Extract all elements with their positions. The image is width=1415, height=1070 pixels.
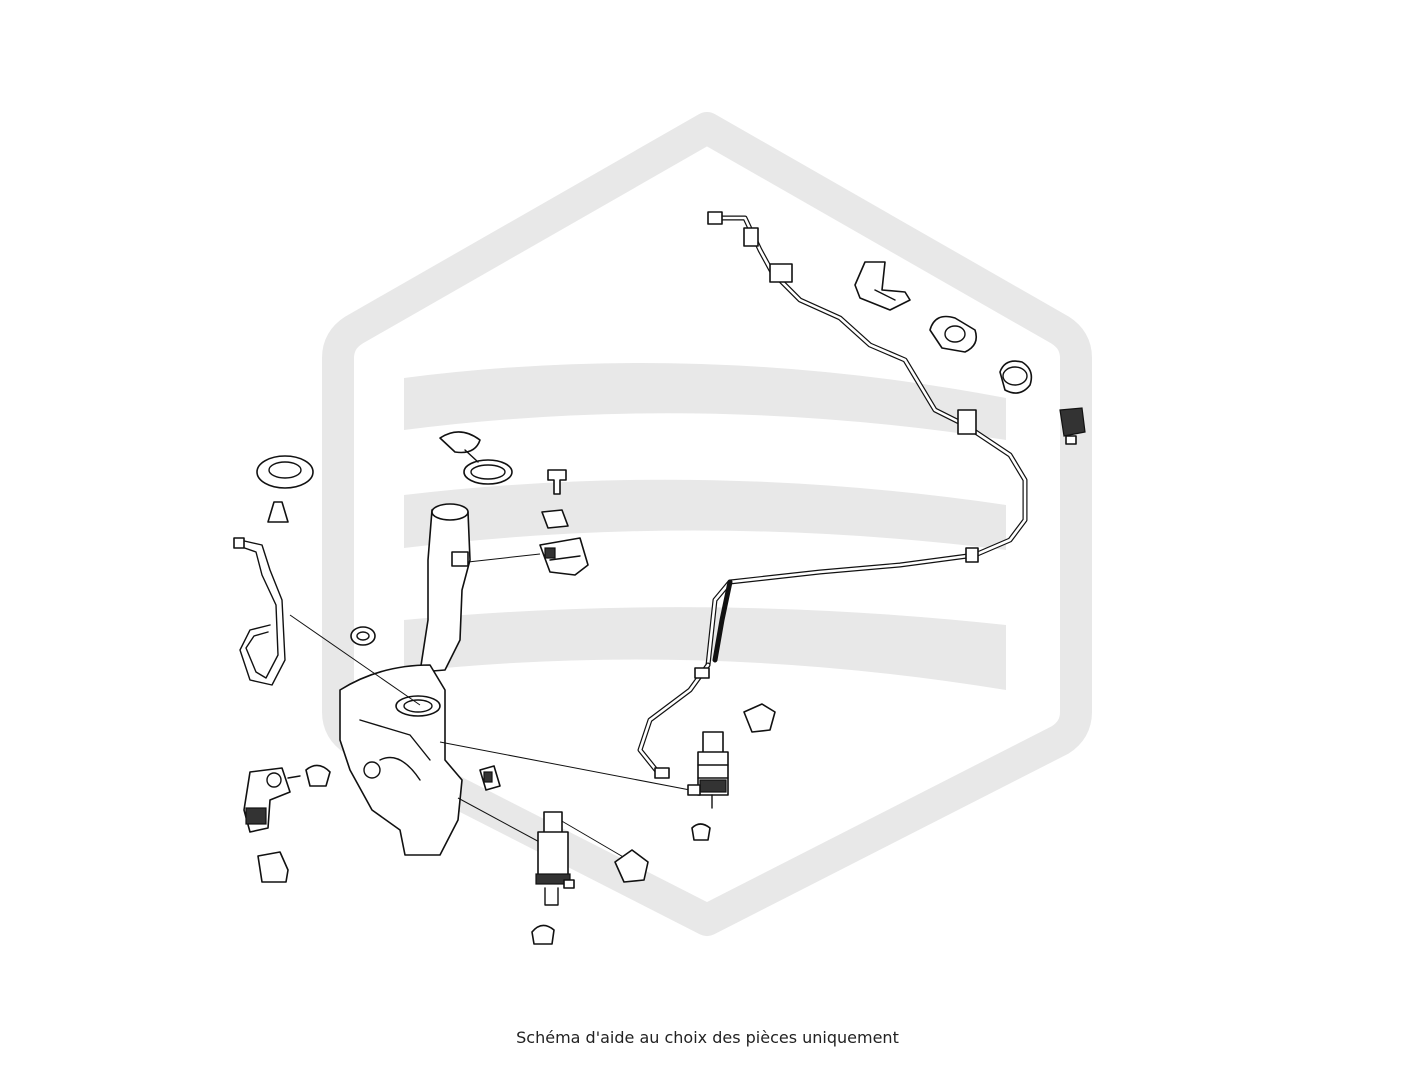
hose-clip-2 (999, 360, 1033, 394)
hose-bracket (854, 261, 911, 311)
diagram-caption: Schéma d'aide au choix des pièces unique… (516, 1028, 899, 1047)
leader-line-4 (457, 797, 546, 846)
leader-line-5 (559, 819, 626, 859)
pump-grommet-right (691, 823, 711, 841)
level-sensor (243, 767, 301, 833)
washer-pump-right (687, 731, 729, 809)
connector-clip (1059, 407, 1086, 445)
level-sensor-housing (539, 537, 589, 576)
hose-clip-1 (929, 315, 978, 353)
pump-grommet-bottom (531, 924, 555, 945)
pump-seal-right (743, 703, 776, 733)
washer-ring (350, 626, 376, 646)
watermark-logo (322, 112, 1092, 936)
sensor-grommet (305, 764, 331, 787)
seal-large (256, 455, 314, 489)
leader-line-2 (467, 553, 541, 563)
pump-seal-bottom (614, 849, 649, 883)
tank-clip (479, 765, 501, 791)
sensor-seal (257, 851, 289, 883)
reservoir-tank (339, 503, 471, 856)
bolt (547, 469, 567, 495)
leader-line-3 (439, 741, 691, 791)
leader-line-1 (289, 614, 421, 706)
overflow-pipe (233, 537, 286, 686)
filler-cap (439, 431, 513, 485)
washer-hose-assembly (637, 211, 1028, 779)
nut-clip (541, 509, 569, 529)
grommet-small (267, 501, 289, 523)
washer-pump-bottom (535, 811, 575, 906)
